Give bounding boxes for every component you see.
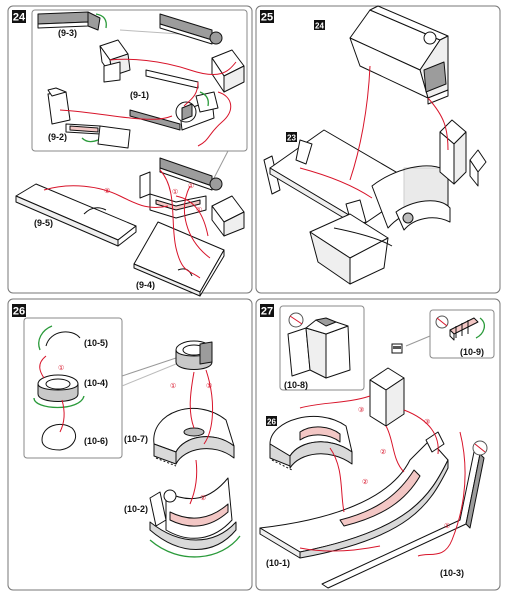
step-badge [12,304,26,317]
reference-tag-label: 23 [287,134,296,143]
part-9-3-wall [37,11,107,31]
part-10-1 [259,431,449,559]
reference-tag-label: 26 [267,418,276,427]
inset-connector [119,29,181,35]
guide-line [109,58,237,75]
part-wall-right [159,13,245,93]
reference-tag-label: 24 [315,22,324,31]
guide-line [59,109,173,120]
part-10-5 [45,331,81,347]
part-label: (9-3) [58,28,77,38]
guide-line [427,97,449,151]
part-tower-box [369,367,405,427]
guide-line [43,185,169,209]
inset-connector [212,150,229,181]
part-round-tower [175,340,213,370]
guide-line [189,371,195,429]
panel-27: 27 (10-8) (10-9) [255,298,501,591]
part-label: (10-7) [124,434,148,444]
part-10-6 [41,424,76,451]
guide-line [203,369,214,445]
part-label: (10-1) [266,558,290,568]
part-9-1-assembly [129,91,219,131]
guide-line [349,65,371,181]
part-label: (9-1) [130,90,149,100]
circled-number: ① [58,364,64,372]
reference-tag [314,20,325,30]
guide-line [197,91,232,147]
circled-number: ① [172,188,178,196]
guide-line [39,355,47,379]
circled-number: ① [206,382,212,390]
guide-line [299,395,371,409]
step-badge [260,10,274,23]
part-10-8 [287,312,351,379]
part-10-7 [153,408,235,467]
guide-line [189,459,198,505]
inset-connector [121,363,177,387]
rotate-arrow [38,325,53,351]
guide-line [403,409,439,455]
circled-number: ② [380,448,386,456]
inset-connector [405,335,431,347]
step-number: 25 [261,12,273,24]
guide-line [329,447,345,513]
reference-tag [286,132,297,142]
guide-line [385,425,405,473]
step-number: 26 [13,306,25,318]
part-label: (10-4) [84,378,108,388]
part-label: (10-6) [84,436,108,446]
part-10-4 [33,374,85,409]
part-label: (10-2) [124,504,148,514]
assembled-piece-24 [349,5,449,105]
circled-number: ① [170,382,176,390]
part-label: (9-2) [48,132,67,142]
part-9-1-plank [145,69,199,89]
part-10-3 [321,440,488,589]
panel-24: 24 [7,5,253,297]
reference-tag [266,416,277,426]
circled-number: ② [362,478,368,486]
panel-26: 26 (10-5) (10-4) (10-6) [7,298,253,591]
circled-number: ③ [358,406,364,414]
guide-line [299,167,373,199]
panel-25: 25 24 23 [255,5,501,294]
step-badge [12,10,26,23]
circled-number: ② [104,187,110,195]
guide-line [59,399,65,433]
step-badge [260,304,274,317]
circled-number: ② [200,494,206,502]
guide-line [159,169,201,279]
part-crown [391,343,403,354]
part-9-2-assembly [47,87,131,149]
guide-line [175,195,209,237]
part-label: (10-5) [84,338,108,348]
part-label: (9-5) [34,218,53,228]
assembled-castle [263,119,487,285]
part-label: (10-3) [440,568,464,578]
guide-line [183,81,199,107]
circled-number: ① [196,206,202,214]
guide-line [183,185,211,259]
part-round-26 [269,416,353,471]
part-label: (10-9) [460,347,484,357]
part-lower-assembly [139,157,245,237]
part-label: (9-4) [136,280,155,290]
part-9-5-plank [15,183,137,247]
guide-line [299,545,381,552]
inset-connector [121,357,177,377]
guide-line [417,431,466,557]
step-number: 24 [13,12,26,24]
circled-number: ① [188,182,194,190]
part-10-9 [435,315,486,341]
part-label: (10-8) [284,380,308,390]
step-number: 27 [261,306,273,318]
circled-number: ① [444,522,450,530]
part-10-2 [149,477,241,558]
circled-number: ③ [424,418,430,426]
